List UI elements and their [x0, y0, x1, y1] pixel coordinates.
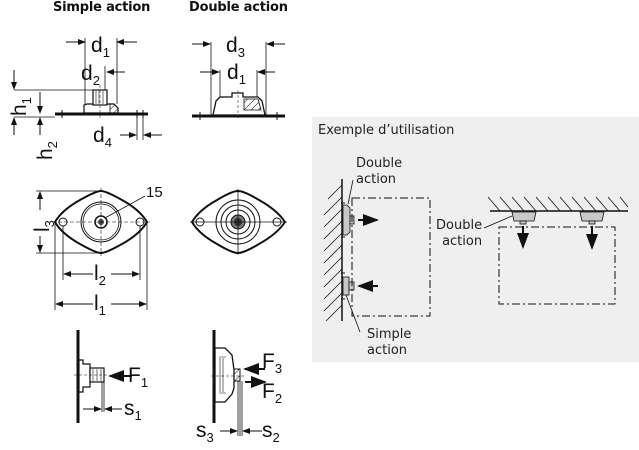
wall-mount-example	[323, 179, 431, 333]
double-action-top-view	[190, 189, 287, 255]
wall-double-action-label: Double action	[356, 156, 403, 187]
ceiling-double-action-label: Double action	[436, 218, 483, 249]
label-d3: d3	[226, 34, 245, 60]
usage-example-title: Exemple d’utilisation	[318, 123, 455, 138]
usage-example-drawing	[323, 179, 629, 333]
usage-example-panel: Exemple d’utilisation	[312, 117, 639, 362]
label-h1: h1	[8, 97, 34, 116]
label-s3: s3	[196, 419, 214, 445]
double-action-side-view	[192, 41, 285, 120]
label-F3: F3	[262, 350, 282, 376]
callout-15: 15	[146, 184, 163, 201]
simple-action-force-view	[74, 330, 132, 423]
simple-action-side-view	[11, 38, 162, 140]
label-d1: d1	[91, 34, 110, 60]
label-l3: l3	[31, 220, 57, 232]
label-d1-double: d1	[227, 61, 246, 87]
simple-action-top-view	[36, 188, 150, 310]
label-h2: h2	[34, 141, 60, 160]
label-d2: d2	[81, 62, 100, 88]
double-action-header: Double action	[189, 0, 288, 15]
double-action-force-view	[211, 330, 267, 436]
label-s2: s2	[262, 419, 280, 445]
label-d4: d4	[93, 124, 112, 150]
label-l1: l1	[94, 292, 106, 318]
label-s1: s1	[124, 397, 142, 423]
wall-simple-action-label: Simple action	[367, 327, 412, 358]
simple-action-header: Simple action	[53, 0, 151, 15]
label-F1: F1	[128, 364, 148, 390]
label-l2: l2	[94, 262, 106, 288]
label-F2: F2	[262, 380, 282, 406]
ceiling-mount-example	[483, 196, 629, 305]
